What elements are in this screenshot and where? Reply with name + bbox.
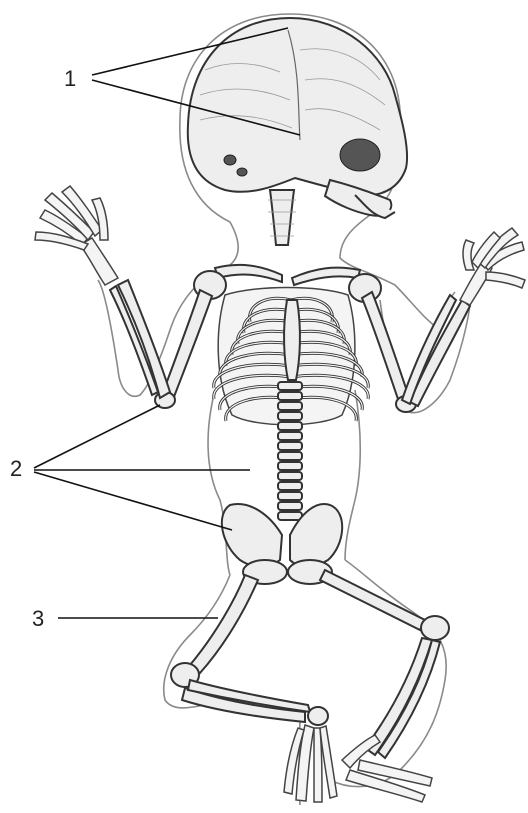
- spine: [278, 382, 302, 520]
- vertebra: [278, 412, 302, 420]
- right-arm: [362, 292, 470, 412]
- vertebra: [278, 442, 302, 450]
- vertebra: [278, 432, 302, 440]
- vertebra: [278, 462, 302, 470]
- vertebra: [278, 492, 302, 500]
- vertebra: [278, 402, 302, 410]
- vertebra: [278, 472, 302, 480]
- label-1: 1: [64, 66, 76, 91]
- vertebra: [278, 482, 302, 490]
- label-3: 3: [32, 606, 44, 631]
- cervical-spine: [268, 190, 296, 245]
- vertebra: [278, 392, 302, 400]
- label-2: 2: [10, 456, 22, 481]
- vertebra: [278, 512, 302, 520]
- vertebra: [278, 422, 302, 430]
- left-arm: [110, 280, 212, 408]
- leader-2-pelvis: [34, 472, 232, 530]
- vertebra: [278, 382, 302, 390]
- left-leg: [171, 575, 328, 725]
- leader-2-elbow: [34, 405, 160, 468]
- right-hand: [460, 228, 525, 305]
- vertebra: [278, 502, 302, 510]
- left-foot: [284, 725, 337, 802]
- left-hand: [35, 186, 118, 285]
- vertebra: [278, 452, 302, 460]
